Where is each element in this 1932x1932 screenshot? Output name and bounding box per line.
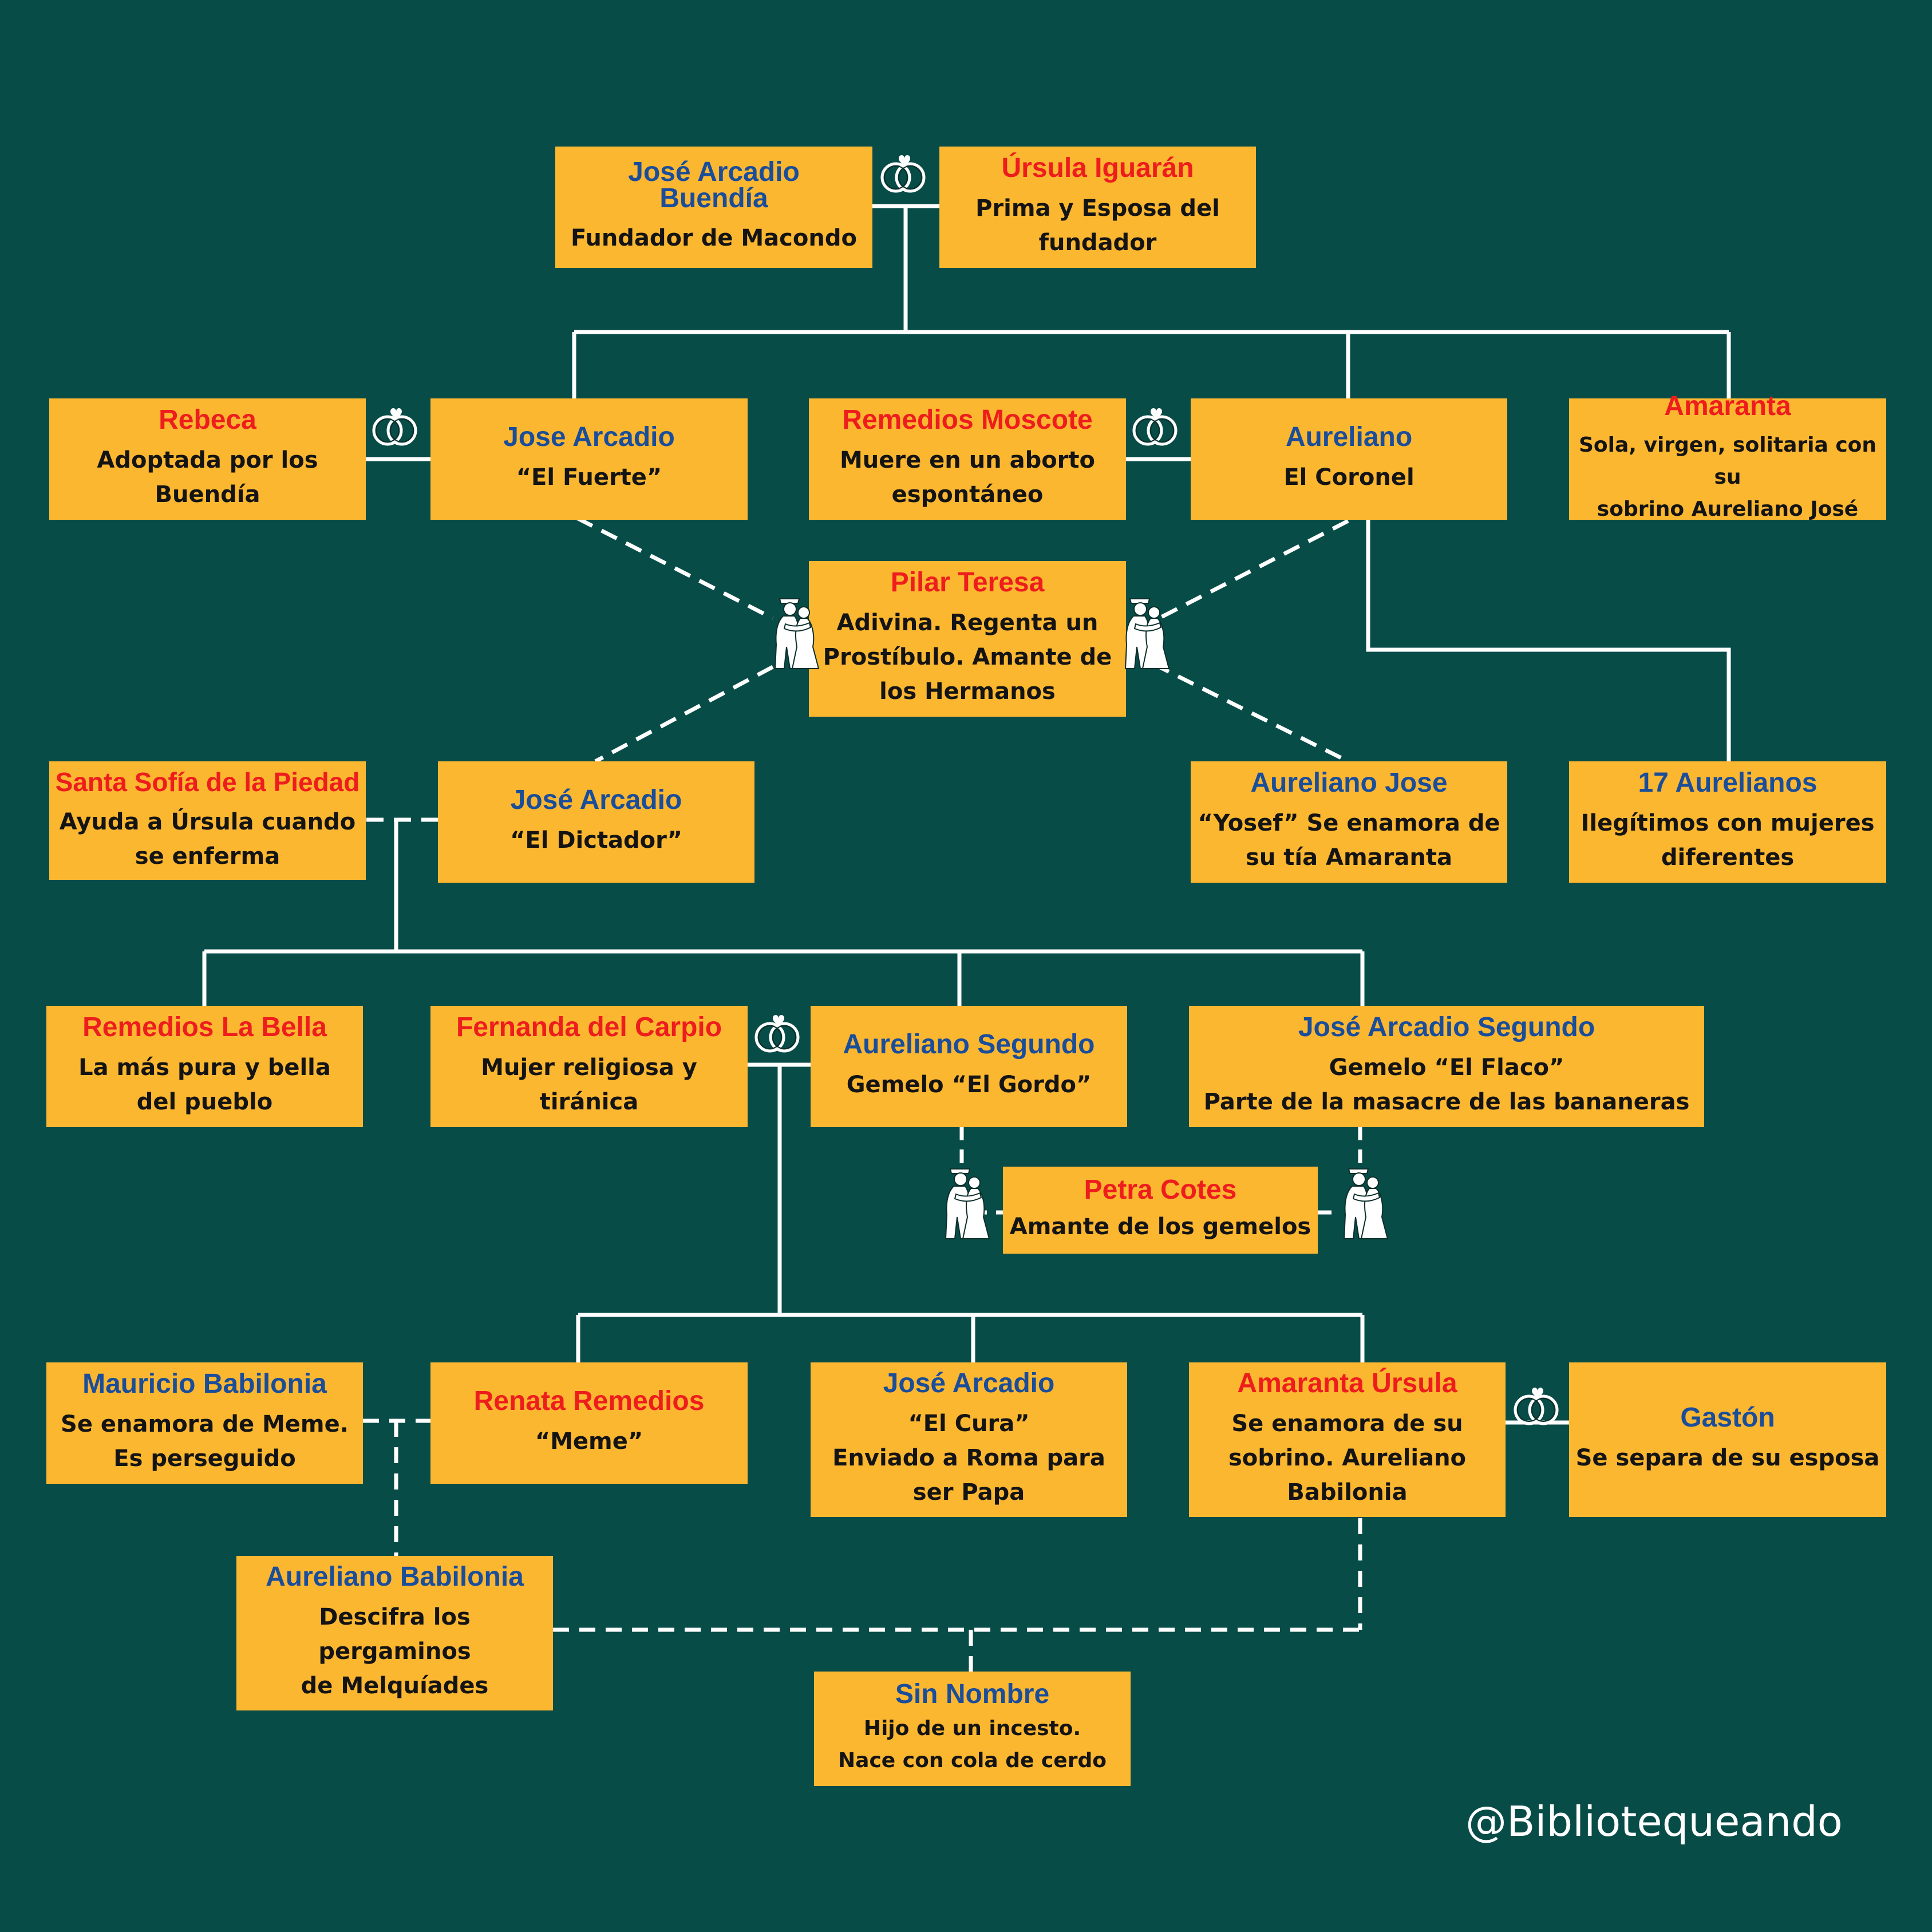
wedding-rings-icon	[1514, 1388, 1559, 1425]
node-jose-arcadio-buendia: José Arcadio Buendía Fundador de Macondo	[555, 147, 872, 268]
node-name: Jose Arcadio	[503, 422, 675, 452]
node-jose-arcadio-el-cura: José Arcadio “El Cura” Enviado a Roma pa…	[811, 1362, 1127, 1517]
node-desc: Ayuda a Úrsula cuando se enferma	[59, 808, 356, 870]
node-desc: “Yosef” Se enamora de su tía Amaranta	[1198, 810, 1500, 871]
node-desc: Se separa de su esposa	[1575, 1445, 1880, 1471]
node-name: Aureliano Segundo	[843, 1029, 1095, 1060]
node-desc: Amante de los gemelos	[1009, 1214, 1311, 1240]
node-desc: Descifra los pergaminos de Melquíades	[301, 1604, 489, 1699]
node-desc: Hijo de un incesto. Nace con cola de cer…	[838, 1717, 1107, 1772]
node-name: Renata Remedios	[473, 1386, 705, 1416]
node-name: Mauricio Babilonia	[82, 1369, 327, 1399]
node-desc: Se enamora de Meme. Es perseguido	[61, 1411, 349, 1472]
embracing-couple-icon	[1343, 1168, 1389, 1239]
wedding-rings-icon	[372, 408, 417, 446]
node-aureliano-el-coronel: Aureliano El Coronel	[1191, 398, 1507, 520]
node-mauricio-babilonia: Mauricio Babilonia Se enamora de Meme. E…	[46, 1362, 363, 1484]
node-name: Úrsula Iguarán	[1001, 153, 1194, 183]
node-amaranta: Amaranta Sola, virgen, solitaria con su …	[1569, 393, 1886, 521]
node-desc: Muere en un aborto espontáneo	[839, 447, 1096, 508]
node-aureliano-babilonia: Aureliano Babilonia Descifra los pergami…	[236, 1556, 553, 1710]
node-name: Pilar Teresa	[890, 567, 1045, 598]
node-renata-remedios: Renata Remedios “Meme”	[430, 1362, 748, 1484]
node-name: Amaranta Úrsula	[1237, 1368, 1457, 1398]
node-gaston: Gastón Se separa de su esposa	[1569, 1362, 1886, 1517]
node-desc: “El Cura” Enviado a Roma para ser Papa	[832, 1411, 1105, 1506]
node-desc: Mujer religiosa y tiránica	[481, 1054, 697, 1115]
node-desc: Se enamora de su sobrino. Aureliano Babi…	[1228, 1411, 1467, 1506]
node-name: Rebeca	[159, 405, 256, 435]
node-name: José Arcadio	[510, 785, 682, 815]
node-name: 17 Aurelianos	[1638, 768, 1818, 798]
wedding-rings-icon	[1132, 408, 1178, 446]
node-name: Remedios Moscote	[842, 405, 1093, 435]
node-desc: Adivina. Regenta un Prostíbulo. Amante d…	[823, 610, 1112, 705]
embracing-couple-icon	[1124, 598, 1170, 669]
node-amaranta-ursula: Amaranta Úrsula Se enamora de su sobrino…	[1189, 1362, 1506, 1517]
node-aureliano-segundo: Aureliano Segundo Gemelo “El Gordo”	[811, 1006, 1127, 1127]
node-jose-arcadio-el-dictador: José Arcadio “El Dictador”	[438, 761, 754, 883]
node-name: Gastón	[1680, 1402, 1775, 1433]
node-rebeca: Rebeca Adoptada por los Buendía	[49, 398, 366, 520]
node-remedios-la-bella: Remedios La Bella La más pura y bella de…	[46, 1006, 363, 1127]
node-name: Aureliano Babilonia	[266, 1562, 524, 1592]
node-desc: Prima y Esposa del fundador	[975, 195, 1220, 256]
node-santa-sofia-de-la-piedad: Santa Sofía de la Piedad Ayuda a Úrsula …	[49, 761, 366, 880]
node-name: Remedios La Bella	[82, 1012, 327, 1042]
node-name: Amaranta	[1664, 391, 1791, 421]
node-name: Petra Cotes	[1084, 1175, 1237, 1205]
embracing-couple-icon	[945, 1168, 990, 1239]
node-pilar-teresa: Pilar Teresa Adivina. Regenta un Prostíb…	[809, 561, 1126, 717]
node-name: Sin Nombre	[895, 1679, 1050, 1709]
node-name: Aureliano Jose	[1250, 768, 1448, 798]
node-name: José Arcadio Buendía	[628, 157, 800, 214]
wedding-rings-icon	[880, 155, 926, 193]
node-jose-arcadio-segundo: José Arcadio Segundo Gemelo “El Flaco” P…	[1189, 1006, 1704, 1127]
node-aureliano-jose: Aureliano Jose “Yosef” Se enamora de su …	[1191, 761, 1507, 883]
node-desc: Sola, virgen, solitaria con su sobrino A…	[1578, 433, 1877, 521]
node-jose-arcadio-el-fuerte: Jose Arcadio “El Fuerte”	[430, 398, 748, 520]
node-desc: “El Dictador”	[510, 827, 682, 854]
node-fernanda-del-carpio: Fernanda del Carpio Mujer religiosa y ti…	[430, 1006, 748, 1127]
watermark: @Bibliotequeando	[1465, 1797, 1843, 1846]
wedding-rings-icon	[754, 1015, 800, 1053]
node-name: Santa Sofía de la Piedad	[55, 767, 360, 797]
embracing-couple-icon	[774, 598, 820, 669]
node-petra-cotes: Petra Cotes Amante de los gemelos	[1003, 1167, 1318, 1254]
node-name: José Arcadio Segundo	[1298, 1012, 1595, 1042]
node-desc: La más pura y bella del pueblo	[78, 1054, 331, 1115]
node-desc: El Coronel	[1283, 464, 1415, 491]
node-name: Fernanda del Carpio	[456, 1012, 722, 1042]
node-desc: “El Fuerte”	[516, 464, 662, 491]
node-desc: Adoptada por los Buendía	[97, 447, 318, 508]
node-desc: Fundador de Macondo	[571, 225, 857, 251]
node-name: José Arcadio	[883, 1368, 1055, 1398]
node-desc: “Meme”	[535, 1428, 643, 1455]
node-remedios-moscote: Remedios Moscote Muere en un aborto espo…	[809, 398, 1126, 520]
node-desc: Gemelo “El Flaco” Parte de la masacre de…	[1203, 1054, 1690, 1115]
node-desc: Gemelo “El Gordo”	[846, 1072, 1092, 1098]
node-sin-nombre: Sin Nombre Hijo de un incesto. Nace con …	[814, 1672, 1131, 1786]
node-desc: Ilegítimos con mujeres diferentes	[1581, 810, 1875, 871]
node-name: Aureliano	[1285, 422, 1413, 452]
node-ursula-iguaran: Úrsula Iguarán Prima y Esposa del fundad…	[939, 147, 1256, 268]
node-17-aurelianos: 17 Aurelianos Ilegítimos con mujeres dif…	[1569, 761, 1886, 883]
